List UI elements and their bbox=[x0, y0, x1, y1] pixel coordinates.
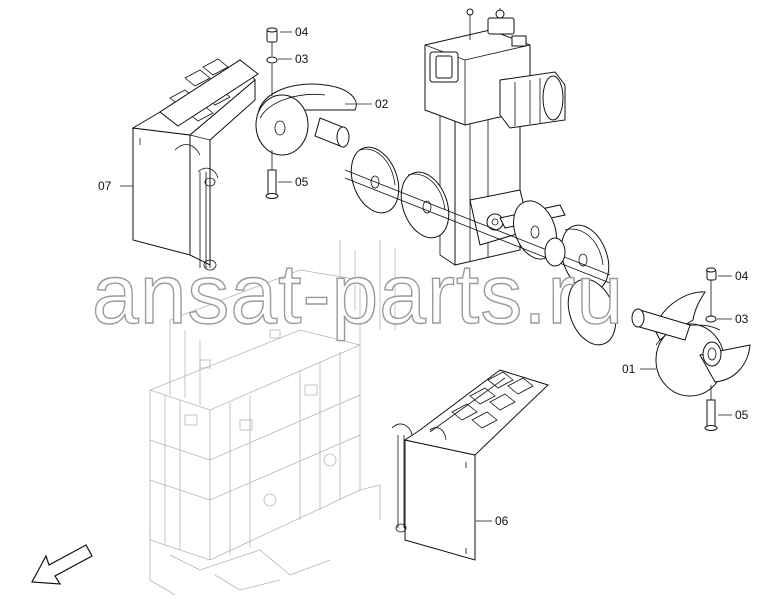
callout-labels: 04 03 02 05 07 04 03 01 05 06 bbox=[98, 25, 749, 528]
callout-05-right[interactable]: 05 bbox=[735, 408, 749, 422]
callout-07[interactable]: 07 bbox=[98, 179, 112, 193]
callout-05-top[interactable]: 05 bbox=[295, 175, 309, 189]
washer bbox=[705, 315, 717, 323]
callout-04-top[interactable]: 04 bbox=[295, 25, 309, 39]
callout-02[interactable]: 02 bbox=[375, 97, 389, 111]
washer bbox=[266, 56, 278, 64]
guard-plate-left bbox=[131, 58, 259, 271]
callout-06[interactable]: 06 bbox=[495, 514, 509, 528]
watermark-text: ansat-parts.ru bbox=[92, 247, 624, 341]
callout-03-top[interactable]: 03 bbox=[295, 52, 309, 66]
arrow-down-left-icon bbox=[31, 544, 93, 585]
auger-flight-left bbox=[255, 27, 357, 199]
machine-frame-ghost bbox=[149, 240, 396, 596]
leader-lines bbox=[120, 31, 732, 522]
bolt bbox=[267, 169, 277, 197]
guard-plate-right bbox=[391, 369, 549, 561]
callout-04-right[interactable]: 04 bbox=[735, 269, 749, 283]
gearbox-column bbox=[424, 8, 566, 266]
callout-01[interactable]: 01 bbox=[622, 362, 636, 376]
bolt bbox=[706, 399, 716, 429]
grille bbox=[451, 371, 534, 429]
auger-flight-right bbox=[631, 267, 751, 431]
callout-03-right[interactable]: 03 bbox=[735, 312, 749, 326]
auger-flights-center bbox=[344, 146, 617, 346]
